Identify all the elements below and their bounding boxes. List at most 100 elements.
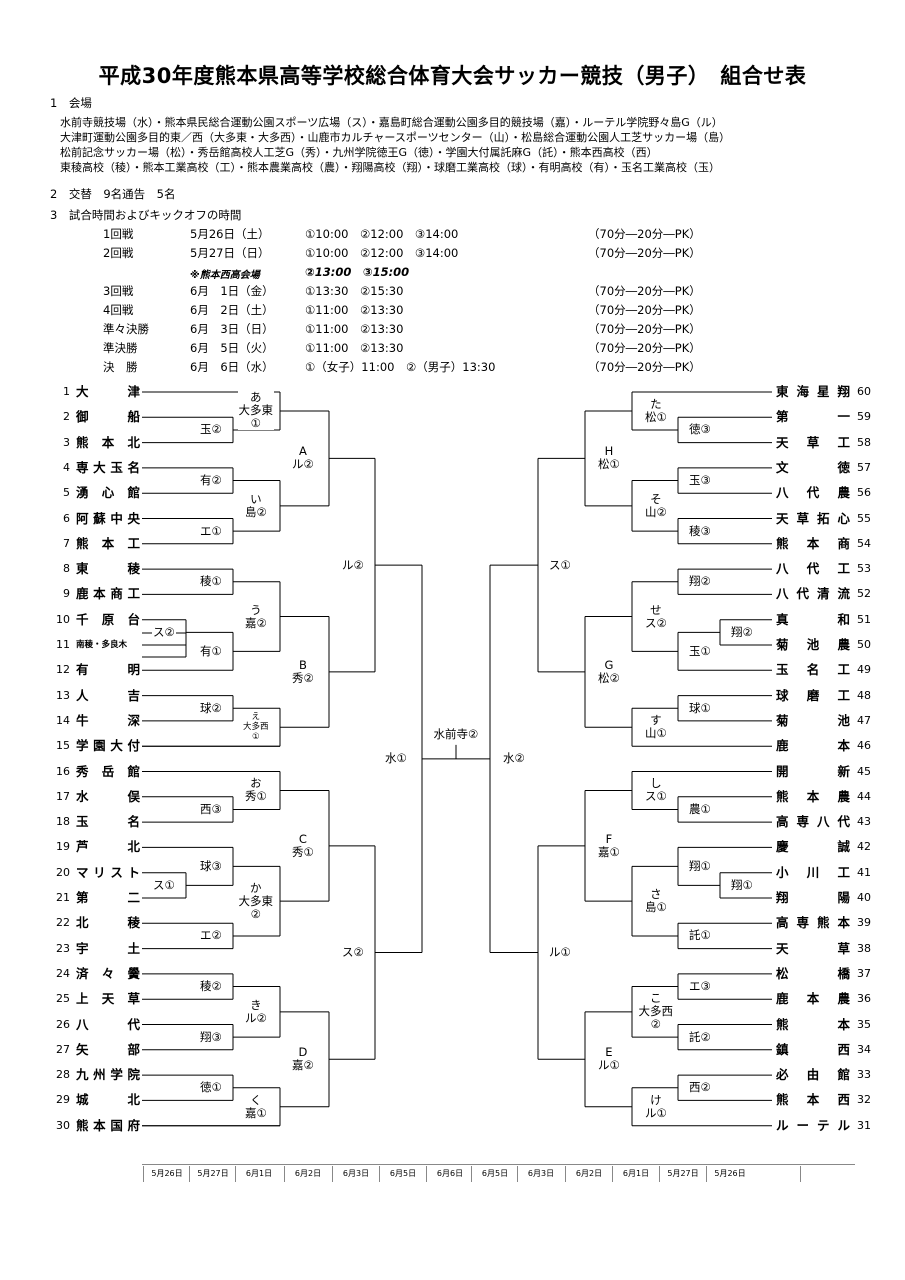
team-name: 高専熊本 (776, 915, 850, 931)
match-label: 西③ (199, 801, 223, 816)
match-label: さ島① (644, 887, 668, 915)
match-label: 水② (502, 751, 526, 766)
venue-line: 大津町運動公園多目的東／西（大多東・大多西）・山鹿市カルチャースポーツセンター（… (60, 131, 731, 144)
team-seed: 49 (857, 663, 871, 677)
match-label: 託② (688, 1029, 712, 1044)
team-seed: 28 (56, 1068, 70, 1082)
match-label: 玉② (199, 422, 223, 437)
match-label: きル② (244, 997, 268, 1025)
schedule-date: 5月27日（日） (190, 246, 270, 260)
team-name: 天草拓心 (776, 510, 850, 526)
round-date: 6月6日 (426, 1166, 473, 1182)
match-label: 玉③ (688, 473, 712, 488)
team-seed: 48 (857, 688, 871, 702)
team-name: 大津 (76, 384, 140, 399)
match-label: けル① (644, 1092, 668, 1120)
team-seed: 5 (63, 486, 70, 500)
schedule-times: ①（女子）11:00 ②（男子）13:30 (305, 360, 496, 374)
team-seed: 1 (63, 385, 70, 398)
team-name: 鹿本農 (776, 991, 850, 1007)
team-seed: 47 (857, 713, 871, 727)
team-seed: 19 (56, 840, 70, 854)
match-label: エ① (199, 523, 223, 538)
team-seed: 8 (63, 562, 70, 576)
team-seed: 11 (56, 638, 70, 651)
round-date: 6月2日 (565, 1166, 612, 1182)
team-name: 鹿本 (776, 738, 850, 754)
match-label: 水前寺② (432, 727, 480, 742)
team-name: 熊本農 (776, 788, 850, 804)
team-name: 熊本工 (76, 535, 140, 551)
team-name: 矢部 (76, 1041, 140, 1057)
schedule-format: （70分―20分―PK） (588, 341, 701, 355)
team-name: 八代 (76, 1016, 140, 1032)
round-date: 5月26日 (706, 1166, 753, 1182)
schedule-times: ①13:30 ②15:30 (305, 284, 404, 298)
match-label: 球③ (199, 858, 223, 873)
schedule-format: （70分―20分―PK） (588, 360, 701, 374)
team-name: 熊本国府 (76, 1117, 140, 1133)
team-seed: 7 (63, 536, 70, 550)
schedule-date: 5月26日（土） (190, 227, 270, 241)
match-label: 翔② (730, 624, 754, 639)
round-date: 6月1日 (612, 1166, 659, 1182)
schedule-times: ①11:00 ②13:30 (305, 341, 404, 355)
match-label: ス① (548, 557, 572, 572)
team-name: 阿蘇中央 (76, 510, 140, 526)
schedule-date: 6月 1日（金） (190, 284, 274, 298)
team-name: 鹿本商工 (76, 586, 140, 602)
schedule-format: （70分―20分―PK） (588, 284, 701, 298)
team-seed: 43 (857, 815, 871, 829)
team-name: 東海星翔 (776, 384, 850, 399)
team-seed: 2 (63, 410, 70, 424)
team-seed: 9 (63, 587, 70, 601)
schedule-times: ②13:00 ③15:00 (305, 265, 410, 279)
team-name: マリスト (76, 864, 140, 880)
team-name: 九州学院 (76, 1067, 140, 1083)
match-label: 稜③ (688, 523, 712, 538)
team-name: 松橋 (776, 965, 850, 981)
schedule-round: 2回戦 (103, 246, 134, 260)
team-seed: 26 (56, 1017, 70, 1031)
match-label: ス② (152, 624, 176, 639)
match-label: 託① (688, 928, 712, 943)
team-seed: 38 (857, 941, 871, 955)
team-name: 翔陽 (776, 890, 850, 905)
team-seed: 13 (56, 688, 70, 702)
match-label: 水① (384, 751, 408, 766)
team-name: 天草工 (776, 434, 850, 450)
schedule-date: 6月 3日（日） (190, 322, 274, 336)
team-name: 有明 (76, 662, 140, 678)
match-label: せス② (644, 602, 668, 630)
team-seed: 37 (857, 966, 871, 980)
schedule-round: 1回戦 (103, 227, 134, 241)
team-seed: 29 (56, 1093, 70, 1107)
team-name: 水俣 (76, 788, 140, 804)
team-name: 熊本西 (776, 1092, 850, 1108)
team-name: 北稜 (76, 915, 140, 931)
venue-heading: 1 会場 (50, 96, 92, 110)
schedule-format: （70分―20分―PK） (588, 303, 701, 317)
team-name: 専大玉名 (76, 459, 140, 475)
match-label: 西② (688, 1080, 712, 1095)
schedule-times: ①11:00 ②13:30 (305, 303, 404, 317)
schedule-date: ※熊本西高会場 (190, 270, 260, 281)
team-seed: 50 (857, 638, 871, 651)
schedule-date: 6月 5日（火） (190, 341, 274, 355)
team-name: 小川工 (776, 864, 850, 880)
team-seed: 30 (56, 1118, 70, 1132)
team-name: 人吉 (76, 687, 140, 703)
round-date: 6月5日 (379, 1166, 426, 1182)
team-seed: 41 (857, 865, 871, 879)
venue-line: 水前寺競技場（水）・熊本県民総合運動公園スポーツ広場（ス）・嘉島町総合運動公園多… (60, 116, 723, 129)
team-name: ルーテル (776, 1117, 850, 1133)
team-seed: 57 (857, 460, 871, 474)
team-seed: 34 (857, 1042, 871, 1056)
team-name: 城北 (76, 1092, 140, 1108)
team-seed: 27 (56, 1042, 70, 1056)
